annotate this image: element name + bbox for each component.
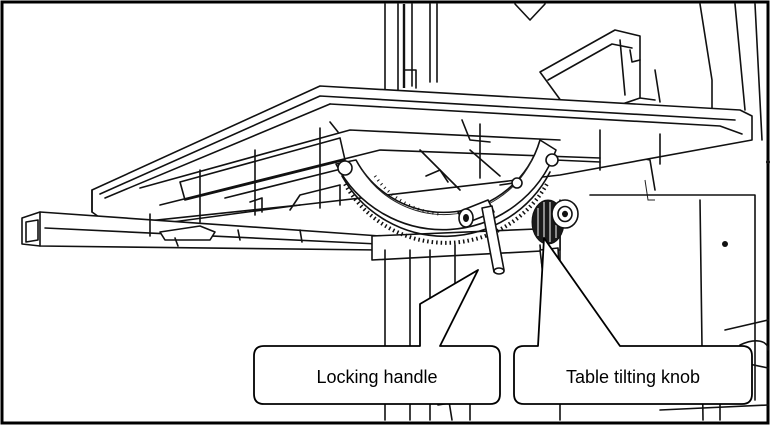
locking-handle-callout bbox=[253, 269, 501, 405]
arc-pivot-right bbox=[545, 153, 559, 167]
tilting-knob-label: Table tilting knob bbox=[566, 367, 700, 387]
arc-pivot-left bbox=[337, 160, 353, 176]
fence-rail bbox=[21, 197, 381, 251]
tilting-knob-callout bbox=[513, 237, 753, 405]
table-top bbox=[91, 85, 753, 226]
tilt-scale-arc bbox=[335, 139, 559, 245]
gear-teeth bbox=[343, 181, 550, 245]
locking-handle bbox=[457, 177, 523, 275]
locking-handle-label: Locking handle bbox=[316, 367, 437, 387]
column-frame bbox=[384, 3, 763, 201]
bolt-hole bbox=[722, 241, 728, 247]
tilting-knob bbox=[531, 160, 770, 245]
